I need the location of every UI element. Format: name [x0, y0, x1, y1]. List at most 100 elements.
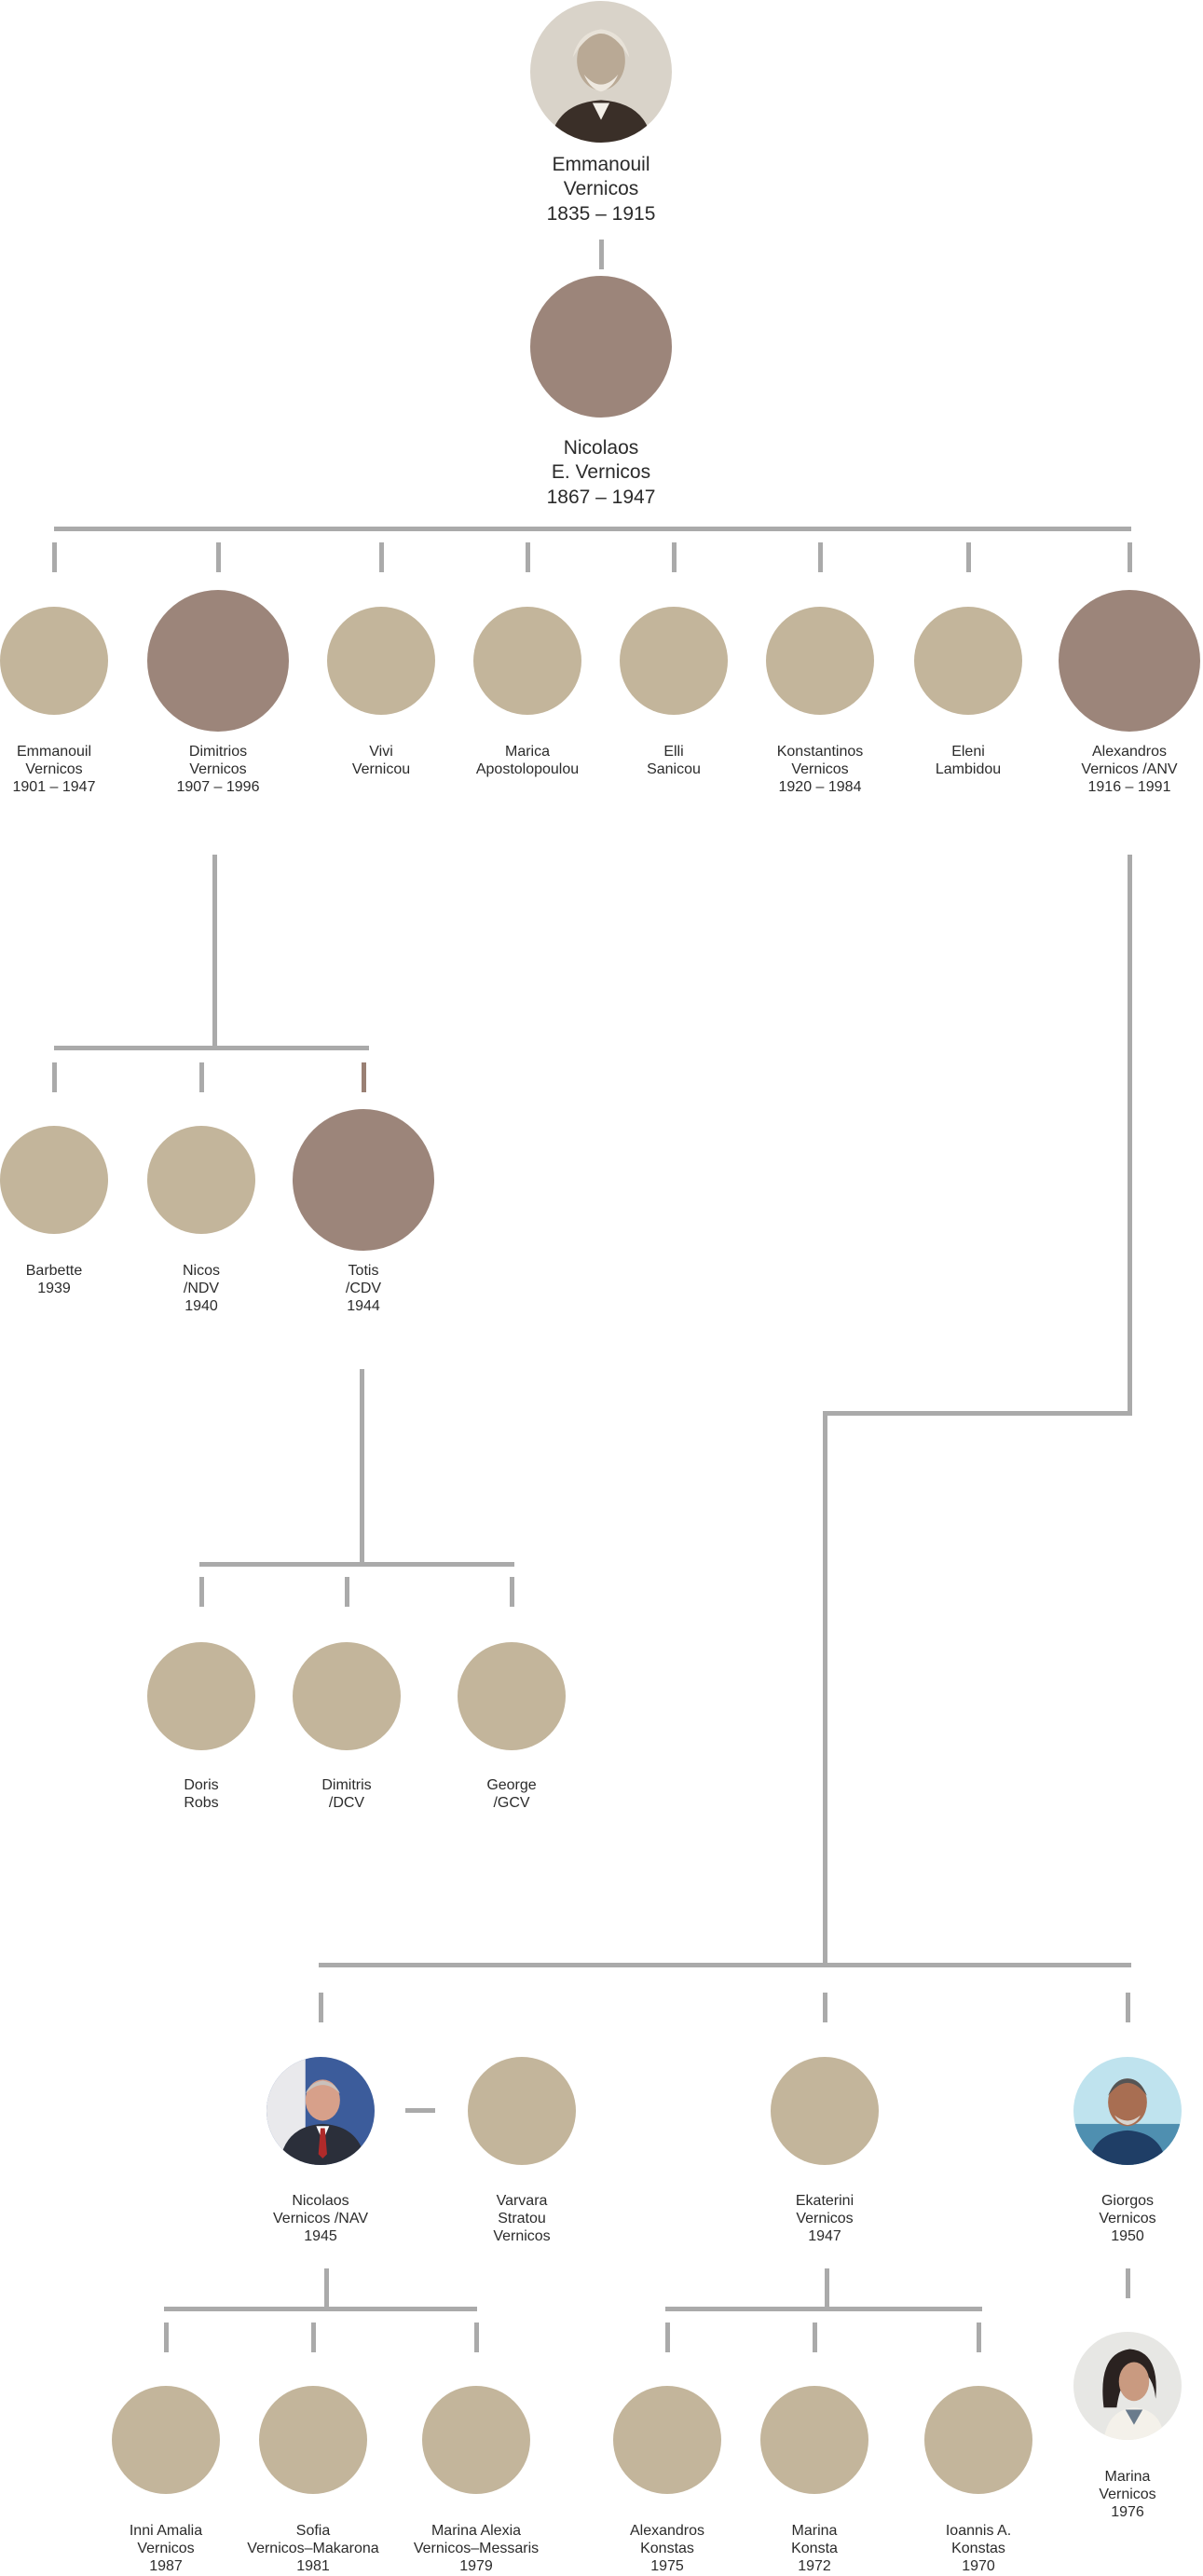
person-name-line: /GCV — [493, 1795, 530, 1812]
person-avatar[interactable] — [293, 1642, 401, 1750]
person-years: 1947 — [808, 2228, 841, 2245]
person-name-line: Vernicos — [25, 761, 83, 778]
person-name-line: Emmanouil — [16, 744, 92, 760]
person-name-line: Vernicos — [1099, 2487, 1156, 2503]
tick-gen2-6 — [966, 542, 971, 572]
person-avatar[interactable] — [147, 590, 289, 732]
person-avatar[interactable] — [327, 607, 435, 715]
person-avatar[interactable] — [468, 2057, 576, 2165]
person-name-line: Marina — [791, 2523, 838, 2539]
person-avatar[interactable] — [914, 607, 1022, 715]
person-name-line: Dimitris — [321, 1777, 372, 1793]
person-avatar[interactable] — [112, 2386, 220, 2494]
tick-alexandros-0 — [319, 1993, 323, 2022]
person-years: 1975 — [650, 2558, 684, 2575]
person-avatar[interactable] — [473, 607, 581, 715]
man-in-suit-photo[interactable] — [267, 2057, 375, 2165]
tick-nicolaos-2 — [474, 2323, 479, 2352]
person-years: 1939 — [37, 1281, 71, 1297]
bar-ekaterini-children — [665, 2307, 982, 2311]
person-name-line: E. Vernicos — [551, 461, 651, 484]
tick-nicolaos-1 — [311, 2323, 316, 2352]
tick-totis-2 — [510, 1577, 514, 1607]
person-years: 1835 – 1915 — [546, 202, 656, 225]
person-name-line: /DCV — [328, 1795, 365, 1812]
connector-alexandros-trunk — [823, 1411, 827, 1966]
person-avatar[interactable] — [1059, 590, 1200, 732]
tick-gen2-7 — [1128, 542, 1132, 572]
person-name-line: /CDV — [345, 1281, 382, 1297]
person-avatar[interactable] — [422, 2386, 530, 2494]
person-label: Dimitris/DCV — [244, 1776, 449, 1812]
person-name-line: Ioannis A. — [945, 2523, 1012, 2539]
person-name-line: Sanicou — [647, 761, 701, 778]
tick-dimitrios-1 — [199, 1062, 204, 1092]
person-name-line: Alexandros — [1091, 744, 1168, 760]
person-avatar[interactable] — [259, 2386, 367, 2494]
bar-gen2 — [54, 527, 1131, 531]
person-name-line: Konstantinos — [776, 744, 864, 760]
person-name-line: Nicolaos — [292, 2193, 349, 2209]
person-years: 1981 — [296, 2558, 330, 2575]
tick-nicolaos-0 — [164, 2323, 169, 2352]
person-avatar[interactable] — [924, 2386, 1032, 2494]
person-name-line: Vernicos — [137, 2541, 195, 2557]
man-outdoor-photo[interactable] — [1073, 2057, 1182, 2165]
person-avatar[interactable] — [771, 2057, 879, 2165]
person-name-line: George — [486, 1777, 537, 1793]
connector-giorgos-child — [1126, 2268, 1130, 2298]
person-name-line: Marina — [1104, 2469, 1151, 2485]
person-name-line: Vernicos — [189, 761, 247, 778]
woman-photo[interactable] — [1073, 2332, 1182, 2440]
portrait-photo-sepia[interactable] — [530, 1, 672, 143]
person-name-line: Giorgos — [1100, 2193, 1155, 2209]
person-avatar[interactable] — [293, 1109, 434, 1251]
person-years: 1944 — [347, 1298, 380, 1315]
connector-alexandros-across — [823, 1411, 1132, 1416]
person-avatar[interactable] — [147, 1126, 255, 1234]
tick-gen2-2 — [379, 542, 384, 572]
person-name-line: Marina Alexia — [431, 2523, 522, 2539]
person-avatar[interactable] — [147, 1642, 255, 1750]
person-avatar[interactable] — [458, 1642, 566, 1750]
connector-alexandros-down — [1128, 855, 1132, 1414]
person-avatar[interactable] — [613, 2386, 721, 2494]
person-avatar[interactable] — [766, 607, 874, 715]
bar-alexandros-children — [319, 1963, 1131, 1967]
person-years: 1976 — [1111, 2504, 1144, 2521]
person-name-line: Lambidou — [935, 761, 1002, 778]
person-name-line: Apostolopoulou — [475, 761, 580, 778]
person-name-line: Konstas — [951, 2541, 1005, 2557]
person-avatar[interactable] — [530, 276, 672, 418]
person-avatar[interactable] — [0, 607, 108, 715]
connector-dimitrios — [212, 855, 217, 1048]
person-years: 1901 – 1947 — [12, 779, 96, 796]
tick-ekaterini-2 — [977, 2323, 981, 2352]
tick-alexandros-2 — [1126, 1993, 1130, 2022]
person-years: 1945 — [304, 2228, 337, 2245]
person-avatar[interactable] — [620, 607, 728, 715]
person-avatar[interactable] — [0, 1126, 108, 1234]
person-name-line: Stratou — [498, 2211, 546, 2227]
person-name-line: Sofia — [295, 2523, 331, 2539]
person-avatar[interactable] — [760, 2386, 868, 2494]
person-years: 1987 — [149, 2558, 183, 2575]
person-name-line: Doris — [184, 1777, 219, 1793]
person-name-line: Robs — [184, 1795, 219, 1812]
person-name-line: Dimitrios — [188, 744, 248, 760]
tick-ekaterini-1 — [813, 2323, 817, 2352]
